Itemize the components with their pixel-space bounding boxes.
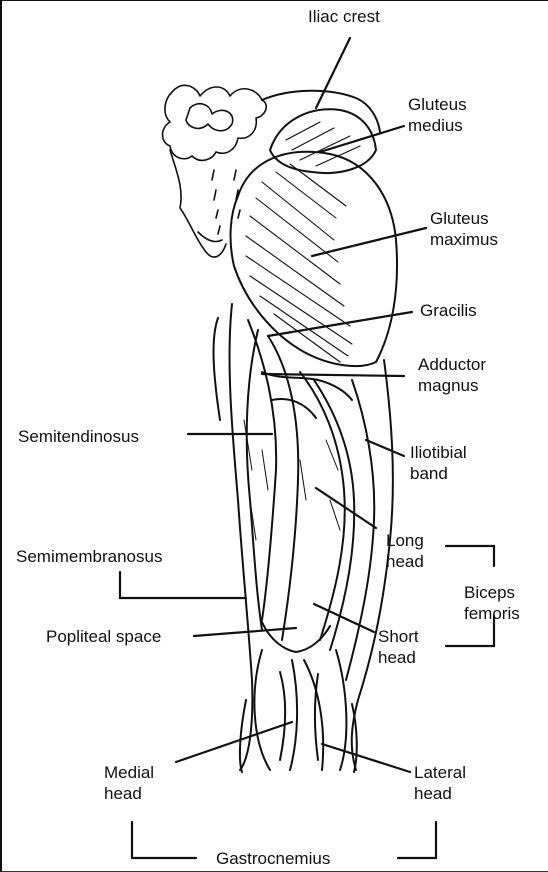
label-gluteus-medius: Gluteus medius — [408, 94, 467, 136]
label-gluteus-medius-line2: medius — [408, 115, 467, 136]
label-lateral-head: Lateral head — [414, 762, 466, 804]
gastrocnemius-medial — [254, 650, 297, 770]
leader-iliac-crest — [316, 38, 350, 108]
bracket-gastrocnemius-right — [398, 822, 436, 858]
label-long-head-line2: head — [386, 551, 424, 572]
label-short-head: Short head — [378, 626, 419, 668]
leader-adductor-magnus — [262, 374, 404, 376]
thigh-outline-left — [230, 304, 253, 770]
label-gluteus-medius-line1: Gluteus — [408, 94, 467, 115]
label-short-head-line2: head — [378, 647, 419, 668]
label-popliteal-space: Popliteal space — [46, 626, 161, 647]
label-adductor-magnus: Adductor magnus — [418, 354, 486, 396]
gluteus-maximus-shape — [231, 152, 398, 366]
label-lateral-head-line1: Lateral — [414, 762, 466, 783]
label-iliac-crest: Iliac crest — [308, 6, 380, 27]
label-medial-head-line2: head — [104, 783, 154, 804]
label-gluteus-maximus: Gluteus maximus — [430, 208, 498, 250]
bracket-gastrocnemius-left — [132, 822, 196, 858]
label-short-head-line1: Short — [378, 626, 419, 647]
leader-lateral-head — [322, 744, 410, 772]
label-iliotibial-band-line2: band — [410, 463, 467, 484]
label-semimembranosus: Semimembranosus — [16, 546, 162, 567]
label-long-head: Long head — [386, 530, 424, 572]
label-long-head-line1: Long — [386, 530, 424, 551]
label-medial-head: Medial head — [104, 762, 154, 804]
label-adductor-magnus-line2: magnus — [418, 375, 486, 396]
leader-medial-head — [176, 722, 292, 762]
gastrocnemius-lateral — [304, 650, 346, 770]
leader-gluteus-medius — [320, 126, 404, 152]
leader-semimembranosus — [120, 572, 246, 598]
label-iliotibial-band-line1: Iliotibial — [410, 442, 467, 463]
label-gluteus-maximus-line2: maximus — [430, 229, 498, 250]
label-gastrocnemius: Gastrocnemius — [216, 848, 330, 869]
label-adductor-magnus-line1: Adductor — [418, 354, 486, 375]
leader-iliotibial-band — [366, 440, 404, 456]
label-semitendinosus: Semitendinosus — [18, 426, 139, 447]
label-medial-head-line1: Medial — [104, 762, 154, 783]
label-lateral-head-line2: head — [414, 783, 466, 804]
leader-gluteus-maximus — [312, 228, 426, 256]
bracket-biceps-femoris — [446, 546, 494, 566]
leader-popliteal-space — [194, 628, 296, 636]
label-biceps-femoris: Biceps femoris — [464, 582, 520, 624]
biceps-long-head-shape — [300, 372, 345, 640]
label-biceps-femoris-line1: Biceps — [464, 582, 520, 603]
label-biceps-femoris-line2: femoris — [464, 603, 520, 624]
leader-long-head — [316, 488, 376, 528]
label-gluteus-maximus-line1: Gluteus — [430, 208, 498, 229]
sacrum-sketch — [163, 85, 267, 257]
label-gracilis: Gracilis — [420, 300, 477, 321]
label-iliotibial-band: Iliotibial band — [410, 442, 467, 484]
